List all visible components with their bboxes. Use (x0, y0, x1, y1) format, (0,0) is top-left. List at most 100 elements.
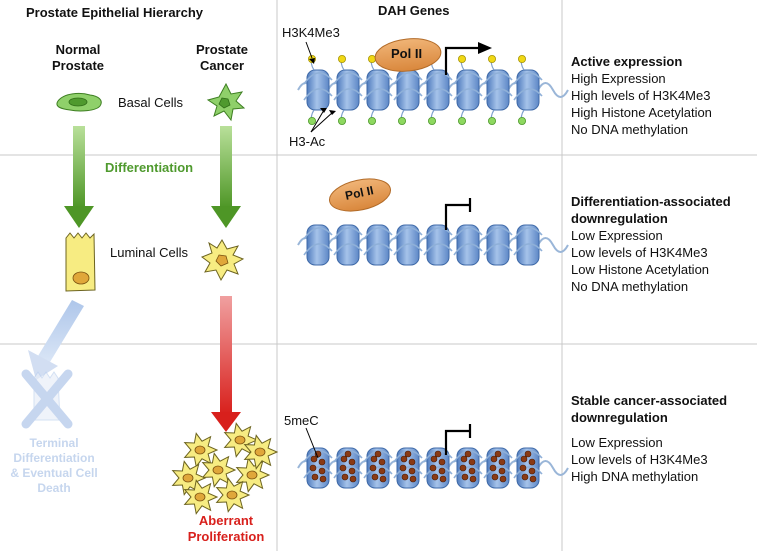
tss-blocked-middle (444, 198, 472, 230)
cancer-differentiation-arrow (211, 126, 241, 228)
h3ac-mark (397, 117, 406, 126)
luminal-cells-label: Luminal Cells (110, 245, 189, 260)
h3ac-mark (457, 117, 466, 126)
meC-mark (528, 458, 536, 466)
middle-header: DAH Genes (378, 3, 450, 18)
nucleosome (393, 55, 423, 126)
meC-mark (459, 464, 467, 472)
meC-mark (491, 473, 499, 481)
meC-mark (434, 450, 442, 458)
meC-mark (311, 473, 319, 481)
nucleosome (333, 55, 363, 126)
meC-mark (524, 450, 532, 458)
meC-mark (318, 467, 326, 475)
meC-mark (369, 464, 377, 472)
meC-mark (468, 458, 476, 466)
meC-mark (499, 475, 507, 483)
h3k4me3-mark (337, 55, 346, 64)
nucleosome (333, 447, 363, 489)
meC-mark (519, 464, 527, 472)
meC-mark (438, 458, 446, 466)
cancer-cell (243, 434, 279, 470)
nucleosome (303, 224, 333, 266)
proliferating-cell-cluster (171, 422, 279, 515)
meC-mark (438, 467, 446, 475)
nucleosome (363, 447, 393, 489)
h3ac-pointer (310, 108, 336, 133)
h3k4me3-mark (457, 55, 466, 64)
meC-mark (498, 467, 506, 475)
aberrant-proliferation-arrow (211, 296, 241, 432)
h3k4me3-label: H3K4Me3 (282, 25, 340, 40)
nucleosome (453, 447, 483, 489)
meC-pointer (305, 427, 319, 459)
meC-mark (431, 473, 439, 481)
nucleosome (513, 447, 543, 489)
tss-blocked-bottom (444, 424, 472, 455)
h3ac-mark (367, 117, 376, 126)
meC-mark (379, 475, 387, 483)
cancer-basal-cell (206, 82, 246, 122)
normal-basal-cell (56, 92, 102, 112)
nucleosome (423, 447, 453, 489)
meC-mark (309, 464, 317, 472)
h3k4me3-mark (518, 55, 527, 64)
meC-mark (408, 467, 416, 475)
h3ac-mark (487, 117, 496, 126)
meC-mark (370, 455, 378, 463)
cancer-luminal-cell (200, 239, 245, 282)
h3k4me3-mark (367, 55, 376, 64)
tss-arrow-active (444, 42, 492, 75)
nucleosome-row-methylated (297, 447, 569, 489)
meC-mark (494, 450, 502, 458)
meC-mark (318, 458, 326, 466)
meC-mark (429, 464, 437, 472)
meC-mark (520, 455, 528, 463)
meC-mark (371, 473, 379, 481)
meC-mark (348, 458, 356, 466)
left-header: Prostate Epithelial Hierarchy (26, 5, 204, 20)
meC-mark (400, 455, 408, 463)
cancer-cell (183, 479, 219, 515)
h3ac-mark (518, 117, 527, 126)
meC-mark (401, 473, 409, 481)
nucleosome (453, 224, 483, 266)
state-active: Active expression High Expression High l… (571, 54, 712, 137)
h3ac-label: H3-Ac (289, 134, 326, 149)
nucleosome (393, 447, 423, 489)
nucleosome (423, 224, 453, 266)
meC-mark (404, 450, 412, 458)
nucleosome (303, 55, 333, 126)
pol2-repressed (329, 178, 391, 212)
meC-mark (461, 473, 469, 481)
nucleosome (513, 55, 543, 126)
nucleosome (393, 224, 423, 266)
meC-mark (490, 455, 498, 463)
meC-mark (409, 475, 417, 483)
h3ac-mark (337, 117, 346, 126)
meC-mark (374, 450, 382, 458)
cancer-cell (183, 432, 219, 468)
meC-label: 5meC (284, 413, 319, 428)
meC-mark (349, 475, 357, 483)
differentiation-label: Differentiation (105, 160, 194, 175)
nucleosome (303, 447, 333, 489)
meC-mark (378, 458, 386, 466)
terminal-differentiation-arrow (28, 300, 84, 380)
chromatin-rows (297, 55, 569, 489)
nucleosome (513, 224, 543, 266)
meC-mark (528, 467, 536, 475)
state-cancer-downregulation: Stable cancer-associated downregulation … (571, 393, 728, 484)
meC-mark (460, 455, 468, 463)
meC-mark (498, 458, 506, 466)
meC-mark (529, 475, 537, 483)
nucleosome-row-active (297, 55, 569, 126)
nucleosome (483, 55, 513, 126)
cancer-cell (215, 477, 251, 513)
meC-mark (489, 464, 497, 472)
meC-mark (339, 464, 347, 472)
nucleosome (483, 447, 513, 489)
